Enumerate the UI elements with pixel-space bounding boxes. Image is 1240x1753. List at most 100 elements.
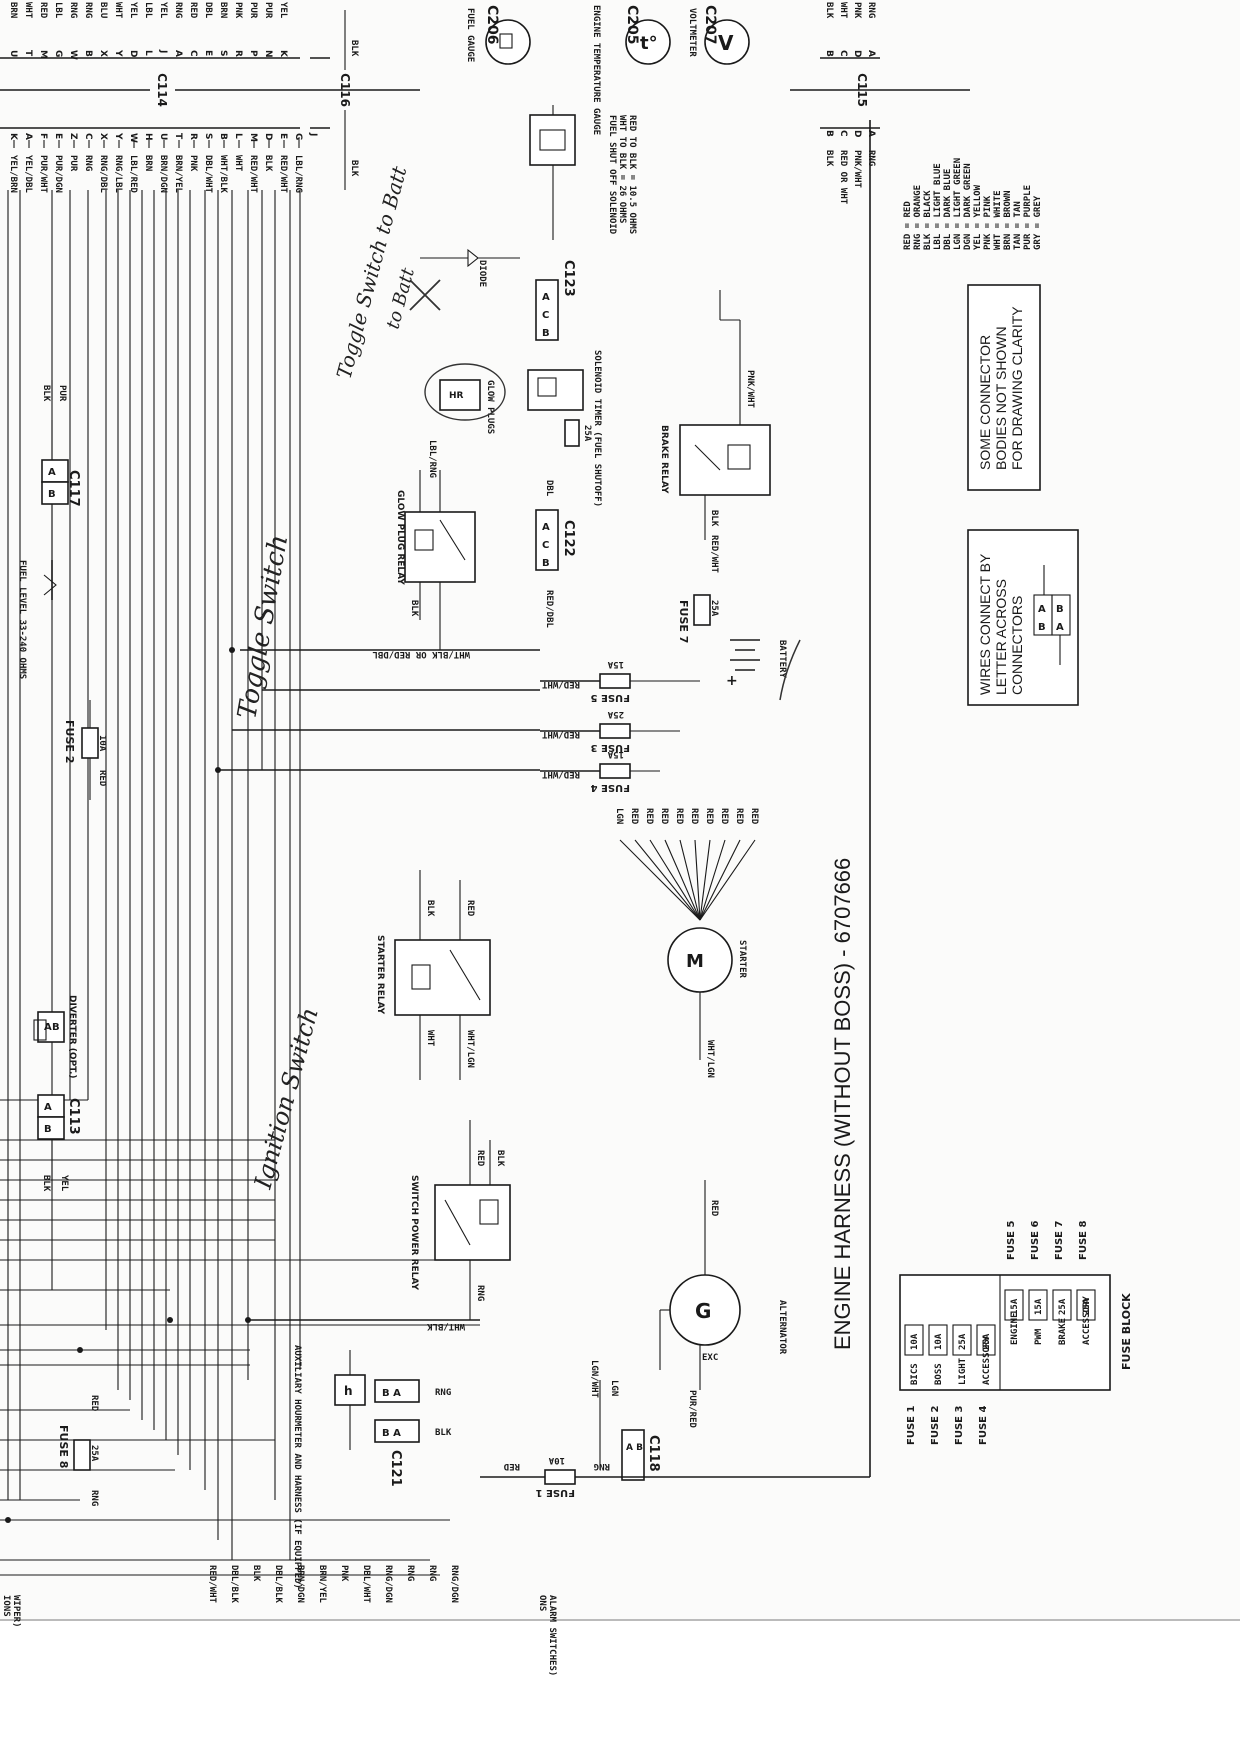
c116-label: C116 [338,73,352,107]
legend-entry: DGN = DARK GREEN [963,163,973,250]
c115-top-pin: B [824,50,834,57]
starter-fan-wire-label: RED [629,808,639,825]
c118-connector: A B C118 LGN/WHT LGN [589,1360,661,1481]
c115-top-pin: A [866,50,876,57]
c113-connector: A B C113 BLK YEL [37,1094,81,1192]
fuse-8-label: FUSE 8 [57,1425,70,1468]
c114-top-pin: K [278,50,288,58]
c118-lgn-wht: LGN/WHT [589,1360,599,1399]
fuse-block-name: LIGHT [958,1357,968,1385]
temperature-gauge-icon: t° [640,33,658,54]
diverter: A B DIVERTER (OPT.) [33,995,77,1078]
legend-entry: PNK = PINK [983,195,993,250]
glow-relay-wire: LBL/RNG [427,440,437,478]
solenoid-ohms-2: RED TO BLK = 10.5 OHMS [627,115,637,234]
fuse-8-wire-rng: RNG [89,1490,99,1506]
solenoid-label: FUEL SHUT OFF SOLENOID [607,115,617,235]
fuse-7: FUSE 7 25A RED/WHT [677,535,719,643]
c114-top-pin: X [98,50,108,57]
c114-wire-label: RNG/LBL [113,155,123,194]
starter-fan-wire-label: RED [719,808,729,825]
starter-relay-wht: WHT [425,1030,435,1047]
letter-note-3: CONNECTORS [1009,596,1025,695]
solenoid-timer-fuse: 25A [582,425,592,442]
fuse-block-right-label: FUSE 7 [1054,1221,1065,1260]
c114-top-wire: YEL [128,2,138,19]
c115-top-wire: RNG [866,2,876,18]
fuse-7-amp: 25A [709,600,719,617]
fuse-2-wire: RED [97,770,107,787]
c121-label: C121 [388,1450,403,1487]
fuse-block-cell [1076,1289,1096,1321]
fuse-block-amp: 25A [982,1333,992,1350]
battery: + BATTERY [726,639,787,689]
fuse-block-amp: 10A [934,1333,944,1350]
c114-top-wire: YEL [158,2,168,19]
fuse-3-amp: 25A [607,709,624,719]
fuse-block-row-label: FUSE 4 [978,1406,989,1445]
c115-top-pin: C [838,50,848,57]
c116-connector: C116 BLK BLK [330,10,420,190]
harness-bundle [0,190,540,1576]
legend-entry: GRY = GREY [1033,195,1043,250]
bottom-wire-label: DBL/BLK [229,1565,239,1604]
c113-label: C113 [66,1098,81,1135]
starter-fan-wire-label: RED [749,808,759,825]
fuse-2: FUSE 2 10A RED [63,700,107,800]
c114-pin: F [38,133,48,139]
bottom-wire-label: RNG [427,1565,437,1581]
bottom-wire-label: RNG [405,1565,415,1581]
c114-pin: Y [113,132,123,140]
c121-wire-rng: RNG [435,1388,451,1398]
fuse-7-label: FUSE 7 [677,600,690,643]
fuse-block-row-label: FUSE 2 [930,1406,941,1445]
c114-wire-label: PUR/WHT [38,155,48,194]
legend-entry: DBL = DARK BLUE [943,169,953,250]
c114-wire-label: RNG [83,155,93,171]
c115-top-wire: WHT [838,2,848,19]
c114-top-wire: PUR [248,2,258,19]
svg-text:B: B [542,328,550,339]
fuel-shutoff-solenoid: FUEL SHUT OFF SOLENOID WHT TO BLK = 26 O… [529,105,637,240]
c114-top-pin: W [68,50,78,60]
c114-top-pin: D [128,50,138,57]
svg-text:A: A [48,467,56,478]
starter-relay-label: STARTER RELAY [375,935,385,1015]
legend-entry: LGN = LIGHT GREEN [953,158,963,250]
c114-wire-label: RED/WHT [278,155,288,194]
fuse-block-cell [904,1324,924,1356]
c114-top-pin: M [38,50,48,59]
voltmeter-code: C207 [702,5,718,45]
solenoid-timer: SOLENOID TIMER (FUEL SHUTOFF) 25A [527,350,602,507]
c115-wire-label: RED OR WHT [838,150,848,205]
svg-text:A: A [542,292,550,303]
c122-wire: RED/DBL [544,590,554,629]
fuse-block-amp: 25A [1082,1298,1092,1315]
starter-fan-wire-label: RED [704,808,714,825]
c114-top-pin: U [8,50,18,57]
fuse-2-amp: 10A [97,735,107,752]
c114-pin: E [53,133,63,139]
c114-top-wire: YEL [278,2,288,19]
solenoid-timer-label: SOLENOID TIMER (FUEL SHUTOFF) [592,350,602,507]
c122-label: C122 [561,520,576,557]
glow-plugs-label: GLOW PLUGS [485,380,495,434]
glow-plugs: HR GLOW PLUGS [424,363,506,434]
fuse-7-wire: RED/WHT [709,535,719,574]
fuse-3-label: FUSE 3 [591,742,630,753]
glow-plug-relay-label: GLOW PLUG RELAY [395,490,405,585]
voltmeter-label: VOLTMETER [687,8,697,57]
svg-text:h: h [344,1384,353,1398]
c114-top-wire: DBL [203,2,213,19]
connector-note-1: SOME CONNECTOR [977,335,993,470]
fuse-block-amp: 25A [1058,1298,1068,1315]
bottom-left-text: IONS WIPER) ONS ALARM SWITCHES) [1,1595,557,1676]
letter-note-2: LETTER ACROSS [993,579,1009,695]
c114-top-wire: WHT [113,2,123,19]
c122-wire-dbl: DBL [544,480,554,497]
fuse-block-cell [1004,1289,1024,1321]
legend-entry: PUR = PURPLE [1023,185,1033,250]
svg-text:HR: HR [449,391,464,401]
